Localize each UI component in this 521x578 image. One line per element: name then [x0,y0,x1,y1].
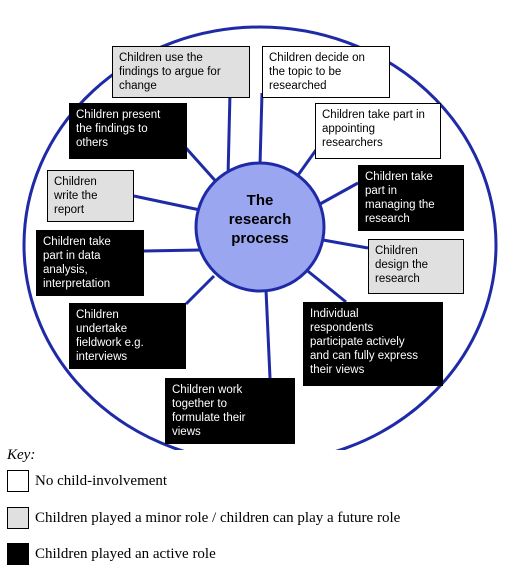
box-appointing-researchers: Children take part in appointing researc… [315,103,441,159]
box-individual-respondents: Individual respondents participate activ… [303,302,443,386]
box-work-together: Children work together to formulate thei… [165,378,295,444]
spoke-line [319,181,359,206]
key-label: No child-involvement [35,472,168,489]
spoke-line [143,248,201,253]
spoke-line [264,289,272,379]
key-label: Children played a minor role / children … [35,509,401,526]
key-item-no-involvement: No child-involvement [7,469,167,493]
box-present-findings: Children present the findings to others [69,103,187,159]
spoke-line [226,92,232,178]
box-use-findings-to-argue-for-change: Children use the findings to argue for c… [112,46,250,98]
diagram-canvas: The research process [22,25,498,450]
spoke-line [184,146,222,188]
key-swatch-grey [7,507,29,529]
box-decide-on-topic: Children decide on the topic to be resea… [262,46,390,98]
box-fieldwork: Children undertake fieldwork e.g. interv… [69,303,186,369]
spoke-line [133,194,201,212]
spoke-line [303,266,347,304]
box-write-report: Children write the report [47,170,134,222]
box-design-research: Children design the research [368,239,464,294]
box-managing-research: Children take part in managing the resea… [358,165,464,231]
center-circle [194,161,326,293]
spoke-line [322,238,369,250]
outer-circle [22,25,498,450]
spoke-line [294,149,318,179]
center-label-line: The [247,192,274,209]
key-swatch-white [7,470,29,492]
center-label-line: process [231,230,289,247]
spokes [133,92,369,379]
key-swatch-black [7,543,29,565]
center-label: The research process [229,192,292,247]
spoke-line [184,274,216,306]
key-label: Children played an active role [35,545,216,562]
key-item-active-role: Children played an active role [7,542,216,566]
key-item-minor-role: Children played a minor role / children … [7,506,400,530]
center-label-line: research [229,211,292,228]
spoke-line [258,92,264,166]
box-data-analysis: Children take part in data analysis, int… [36,230,144,296]
key-title: Key: [7,447,36,463]
